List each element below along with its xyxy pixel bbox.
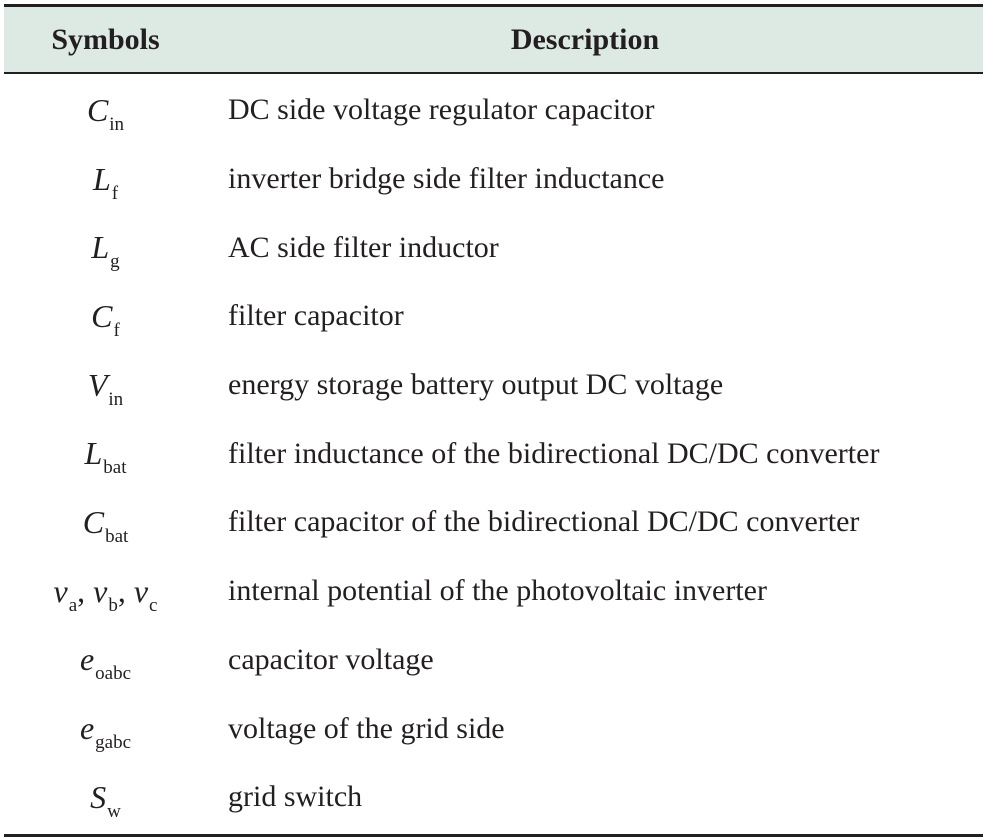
description-cell: AC side filter inductor — [228, 230, 499, 264]
table-row: Cf filter capacitor — [4, 282, 983, 351]
symbol-base: L — [92, 160, 111, 197]
description-cell: inverter bridge side filter inductance — [228, 162, 665, 196]
symbol-base: L — [84, 435, 103, 472]
symbol-cell: Lf — [4, 160, 207, 204]
symbol-cell: Sw — [4, 778, 207, 822]
symbol-cell: Cbat — [4, 503, 207, 547]
table-row: egabc voltage of the grid side — [4, 694, 983, 763]
table-row: Lg AC side filter inductor — [4, 213, 983, 282]
table-row: Vin energy storage battery output DC volt… — [4, 351, 983, 420]
symbol-base: e — [79, 641, 95, 678]
symbols-table: Symbols Description Cin DC side voltage r… — [4, 4, 983, 837]
header-description: Description — [510, 22, 660, 56]
symbol-base: v — [53, 572, 68, 609]
symbol-cell: Cf — [4, 297, 207, 341]
symbol-base: S — [90, 778, 107, 815]
symbol-subscript: in — [109, 113, 125, 135]
symbol-base: V — [87, 366, 108, 403]
symbol-cell: va, vb, vc — [4, 572, 207, 616]
symbol-base: C — [82, 503, 105, 540]
description-cell: filter capacitor of the bidirectional DC… — [228, 505, 860, 539]
symbol-base: e — [79, 710, 95, 747]
symbol-subscript: in — [108, 388, 124, 410]
symbol-base: v — [93, 572, 108, 609]
description-cell: voltage of the grid side — [228, 711, 505, 745]
table-row: Sw grid switch — [4, 763, 983, 832]
symbol-subscript: f — [113, 319, 120, 341]
symbol-base: C — [91, 297, 113, 334]
symbol-subscript: bat — [105, 525, 129, 547]
symbol-subscript: oabc — [95, 663, 132, 685]
symbol-subscript: f — [111, 182, 119, 204]
symbol-separator: , — [77, 572, 94, 609]
symbol-base: C — [86, 91, 109, 128]
table-row: Lbat filter inductance of the bidirection… — [4, 419, 983, 488]
table-top-rule — [4, 4, 983, 7]
table-row: Cbat filter capacitor of the bidirectiona… — [4, 488, 983, 557]
symbol-cell: Lbat — [4, 435, 207, 478]
symbol-base: L — [91, 229, 110, 266]
description-cell: internal potential of the photovoltaic i… — [228, 574, 767, 608]
header-symbols: Symbols — [51, 22, 160, 56]
table-bottom-rule — [4, 833, 983, 837]
symbol-subscript: a — [68, 594, 78, 616]
description-cell: grid switch — [228, 780, 363, 814]
symbol-cell: eoabc — [4, 641, 207, 684]
symbol-subscript: gabc — [95, 732, 132, 754]
description-cell: capacitor voltage — [228, 642, 434, 676]
table-row: Lf inverter bridge side filter inductance — [4, 145, 983, 214]
symbol-base: v — [133, 572, 149, 609]
description-cell: filter capacitor — [228, 299, 404, 333]
table-row: Cin DC side voltage regulator capacitor — [4, 76, 983, 145]
symbol-cell: Cin — [4, 91, 207, 135]
symbol-cell: Vin — [4, 366, 207, 410]
symbol-subscript: g — [110, 251, 120, 273]
symbol-subscript: w — [107, 800, 121, 822]
table-row: eoabc capacitor voltage — [4, 626, 983, 695]
symbol-cell: Lg — [4, 229, 207, 272]
symbol-separator: , — [117, 572, 134, 609]
description-cell: filter inductance of the bidirectional D… — [228, 436, 880, 470]
description-cell: DC side voltage regulator capacitor — [228, 93, 655, 127]
description-cell: energy storage battery output DC voltage — [228, 368, 724, 402]
symbol-cell: egabc — [4, 710, 207, 753]
symbol-subscript: b — [108, 594, 118, 616]
symbol-subscript: c — [149, 594, 158, 616]
symbol-subscript: bat — [103, 457, 127, 479]
table-header: Symbols Description — [4, 7, 983, 74]
